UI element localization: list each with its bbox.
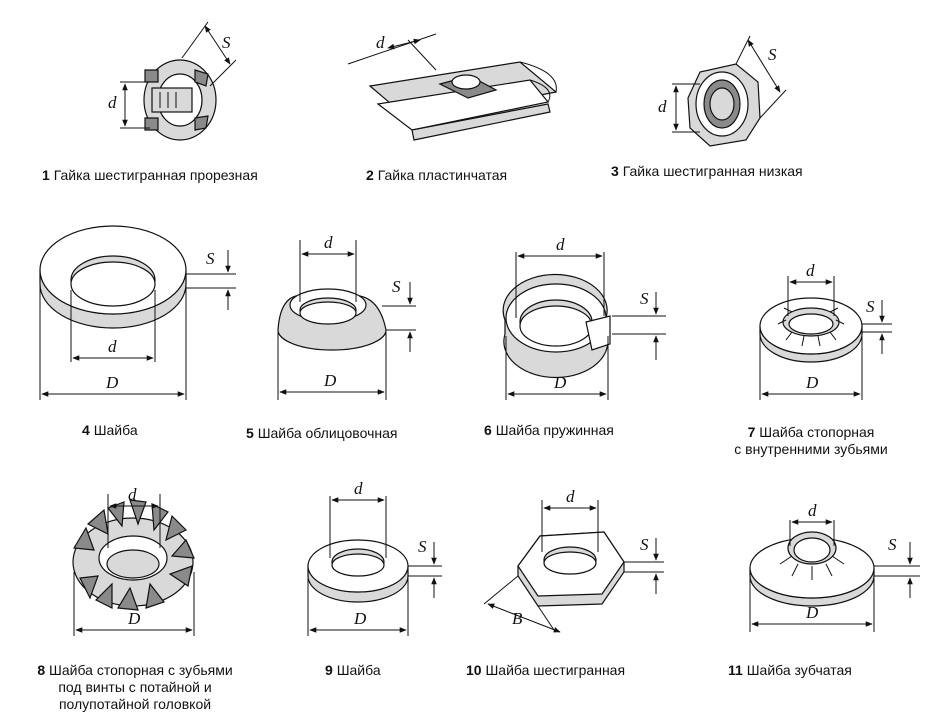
caption-number: 2 [366,167,374,183]
low-hex-nut-figure [672,35,787,147]
caption-number: 6 [484,422,492,438]
dim-label-s: S [206,249,215,268]
caption-text: Гайка пластинчатая [377,167,508,183]
caption-3: 3 Гайка шестигранная низкая [611,163,803,180]
dim-label-d: d [806,261,815,280]
caption-number: 7 [747,424,756,440]
caption-number: 10 [466,662,482,678]
toothed-washer-figure [749,519,920,632]
caption-text: Гайка шестигранная прорезная [53,167,258,183]
dim-label-d: d [566,487,575,506]
dim-label-s: S [640,289,649,308]
castle-nut-figure [120,21,237,141]
dim-label-D: D [105,373,119,392]
caption-4: 4 Шайба [82,422,138,439]
dim-label-s: S [392,277,401,296]
caption-text: Шайба [93,422,138,438]
dim-label-d: d [376,33,385,52]
caption-number: 8 [37,662,46,678]
caption-11: 11 Шайба зубчатая [728,662,852,679]
dim-label-s: S [888,535,897,554]
dim-label-s: S [640,535,649,554]
caption-7: 7 Шайба стопорная с внутренними зубьями [706,424,916,458]
dim-label-d: d [354,479,363,498]
internal-tooth-lock-washer-figure [759,276,892,400]
caption-number: 1 [42,167,50,183]
caption-number: 3 [611,163,619,179]
caption-text: Шайба зубчатая [746,662,852,678]
dim-label-d: d [808,501,817,520]
dim-label-b: B [512,609,523,628]
caption-5: 5 Шайба облицовочная [246,425,397,442]
dim-label-s: S [768,45,777,64]
caption-text: Гайка шестигранная низкая [622,163,803,179]
dim-label-D: D [553,373,567,392]
facing-washer-figure [277,240,416,400]
caption-10: 10 Шайба шестигранная [466,662,625,679]
dim-label-s: S [418,537,427,556]
dim-label-D: D [805,603,819,622]
dim-label-d: d [658,97,667,116]
caption-text-line2: с внутренними зубьями [734,441,888,457]
caption-number: 11 [728,662,743,678]
plain-washer-figure [307,496,442,636]
dim-label-d: d [108,93,117,112]
dim-label-s: S [866,297,875,316]
dim-label-d: d [324,233,333,252]
caption-6: 6 Шайба пружинная [484,422,614,439]
caption-text: Шайба облицовочная [257,425,398,441]
dim-label-D: D [353,609,367,628]
caption-text: Шайба шестигранная [485,662,626,678]
dim-label-d: d [556,235,565,254]
countersunk-lock-washer-figure [72,494,195,636]
dim-label-s: S [222,33,231,52]
dim-label-d: d [108,337,117,356]
washer-figure [39,225,236,400]
caption-2: 2 Гайка пластинчатая [366,167,507,184]
caption-number: 5 [246,425,254,441]
hex-washer-figure [483,500,664,633]
plate-nut-figure [347,33,558,141]
caption-text-line2: под винты с потайной и [58,679,212,695]
caption-number: 4 [82,422,90,438]
dim-label-d: d [128,485,137,504]
dim-label-D: D [805,373,819,392]
caption-8: 8 Шайба стопорная с зубьями под винты с … [10,662,260,713]
dim-label-D: D [127,609,141,628]
caption-text: Шайба [336,662,381,678]
caption-text: Шайба стопорная [759,424,875,440]
spring-washer-figure [502,252,666,400]
caption-number: 9 [325,662,333,678]
dim-label-D: D [323,371,337,390]
caption-9: 9 Шайба [325,662,381,679]
caption-text: Шайба пружинная [495,422,614,438]
caption-1: 1 Гайка шестигранная прорезная [42,167,258,184]
caption-text: Шайба стопорная с зубьями [49,662,233,678]
caption-text-line3: полупотайной головкой [58,696,212,712]
